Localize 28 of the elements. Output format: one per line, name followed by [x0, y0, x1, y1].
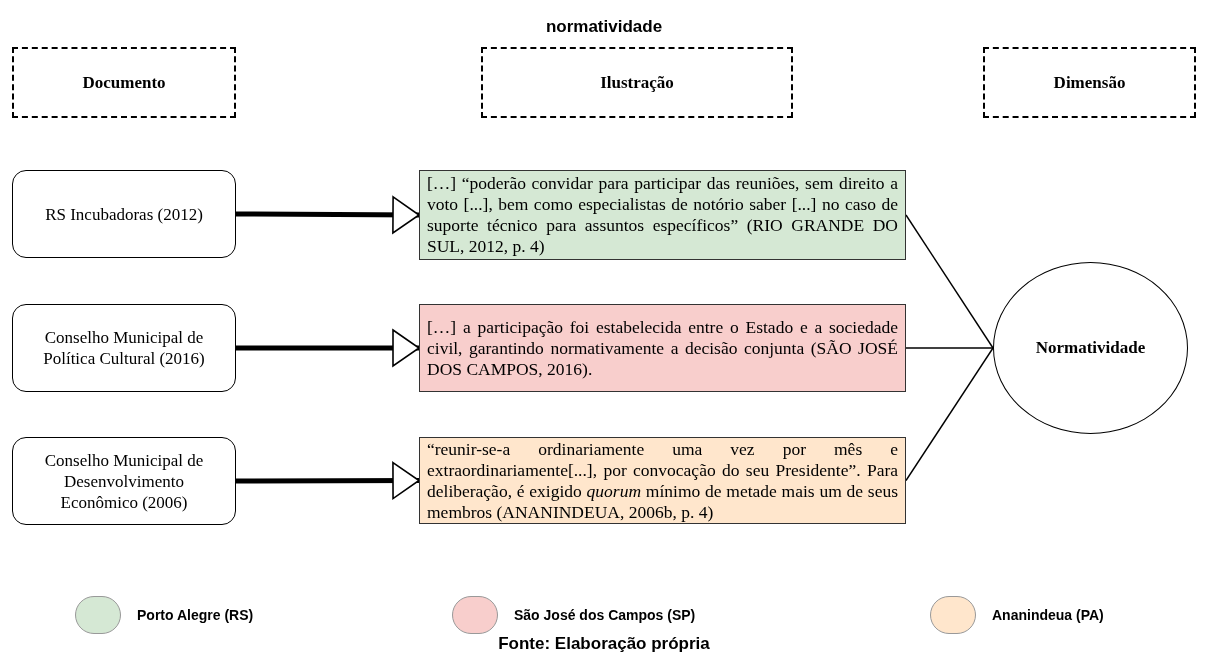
source-caption: Fonte: Elaboração própria	[497, 633, 711, 655]
connector-line	[905, 347, 994, 349]
node-text: RS Incubadoras (2012)	[45, 203, 203, 225]
block-arrow	[236, 329, 420, 367]
legend-label: São José dos Campos (SP)	[514, 605, 696, 625]
column-header-box	[12, 47, 236, 118]
node-text: […] “poderão convidar para participar das reuniões, sem direito a voto [...], bem como especialistas de notório saber [...] no caso de suporte técnico para assuntos específicos” (RIO GRANDE DO SUL, 2012, p. 4)	[427, 173, 898, 257]
node-text: “reunir-se-a ordinariamente uma vez por mês e extraordinariamente[...], por convocação do seu Presidente”. Para deliberação, é exigido quorum mínimo de metade mais um de seus membros (ANANINDEUA, 2006b, p. 4)	[427, 438, 898, 523]
connector-line	[905, 347, 994, 482]
node-text: Conselho Municipal de Política Cultural (2016)	[42, 327, 206, 369]
node-text: Ilustração	[600, 71, 674, 94]
node-text: […] a participação foi estabelecida entre o Estado e a sociedade civil, garantindo normativamente a decisão conjunta (SÃO JOSÉ DOS CAMPOS, 2016).	[427, 316, 898, 380]
node-text: Normatividade	[1035, 337, 1146, 360]
column-header-box	[481, 47, 793, 118]
quote-box	[419, 304, 906, 392]
block-arrow	[236, 196, 420, 234]
node-text: Conselho Municipal de Desenvolvimento Econômico (2006)	[43, 449, 205, 513]
diagram-title: normatividade	[544, 16, 664, 38]
legend-label: Porto Alegre (RS)	[137, 605, 254, 625]
legend-label: Ananindeua (PA)	[992, 605, 1104, 625]
document-box	[12, 304, 236, 392]
document-box	[12, 170, 236, 258]
connector-line	[905, 214, 994, 349]
document-box	[12, 437, 236, 525]
node-text: Documento	[82, 71, 166, 94]
block-arrow	[236, 461, 420, 500]
node-text: Dimensão	[1053, 71, 1126, 94]
column-header-box	[983, 47, 1196, 118]
